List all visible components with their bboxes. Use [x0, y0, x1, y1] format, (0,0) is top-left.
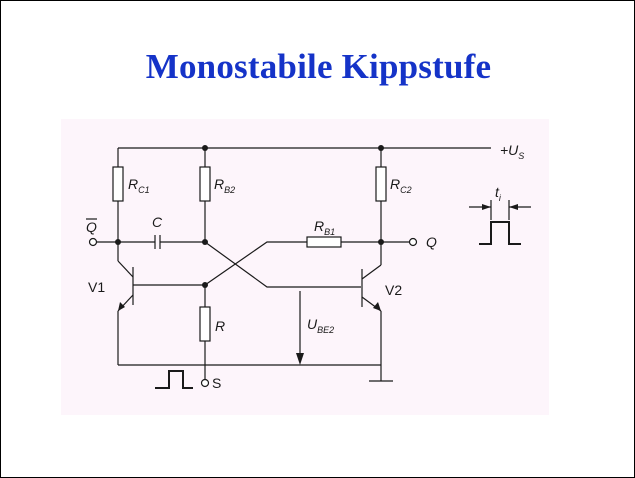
slide-title: Monostabile Kippstufe — [145, 47, 492, 86]
capacitor-c — [88, 235, 208, 249]
timing-label: ti — [495, 184, 502, 203]
rc2-label: RC2 — [390, 176, 412, 195]
v1-label: V1 — [88, 279, 105, 295]
rb2-label: RB2 — [214, 176, 235, 195]
trigger-pulse — [155, 370, 193, 389]
supply-label: +US — [500, 142, 524, 161]
capacitor-label: C — [152, 214, 163, 230]
trigger-label: S — [212, 375, 221, 391]
rb1-label: RB1 — [314, 218, 335, 237]
rc1-label: RC1 — [128, 176, 150, 195]
resistor-rc1 — [112, 148, 124, 242]
ube2-label: UBE2 — [307, 316, 334, 335]
transistor-v1 — [117, 242, 208, 365]
timing-diagram — [469, 200, 531, 245]
ube2-arrow — [296, 291, 304, 365]
v2-label: V2 — [385, 282, 402, 298]
q-bar-label: Q — [86, 219, 97, 235]
circuit-diagram: +US RC1 RB2 RC2 RB1 R C V1 V2 Q Q UBE2 S… — [86, 142, 531, 391]
resistor-r — [118, 285, 381, 388]
cross-coupling — [204, 236, 418, 288]
r-label: R — [215, 318, 225, 334]
resistor-rb2 — [199, 148, 211, 242]
resistor-rc2 — [375, 148, 387, 242]
transistor-v2 — [361, 242, 393, 382]
schematic-panel: +US RC1 RB2 RC2 RB1 R C V1 V2 Q Q UBE2 S… — [61, 119, 549, 415]
supply-rail — [118, 145, 491, 151]
q-label: Q — [426, 234, 437, 250]
